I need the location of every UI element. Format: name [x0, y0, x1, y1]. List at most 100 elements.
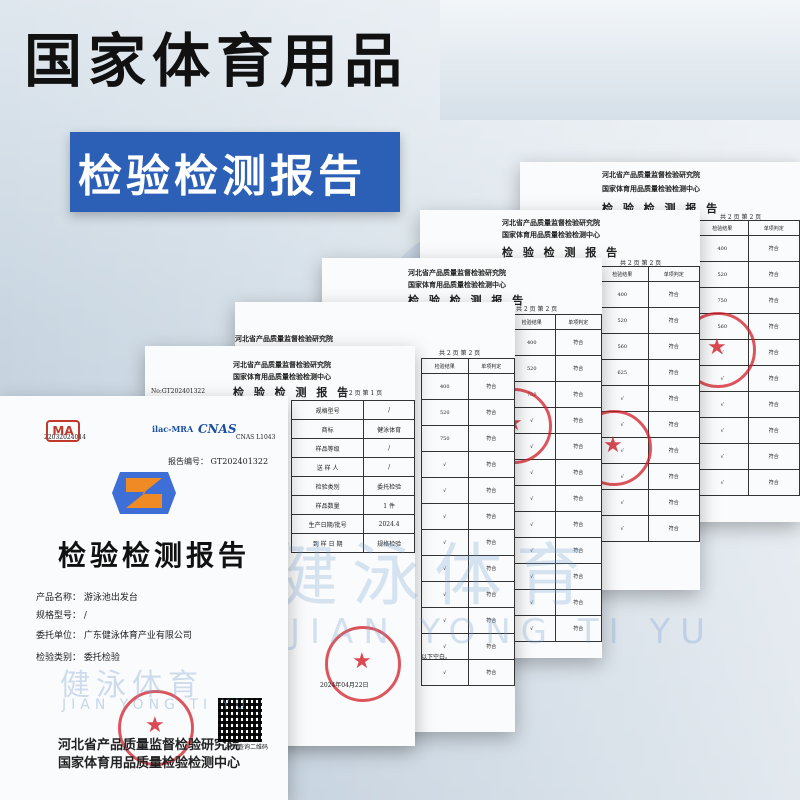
- cover-report-number: 报告编号： GT202401322: [168, 457, 269, 466]
- sheet-page: 共 2 页 第 1 页: [341, 390, 383, 397]
- subheadline-text: 检验检测报告: [78, 151, 366, 202]
- table-cell: √: [421, 659, 469, 686]
- seal-star-icon: ★: [603, 433, 623, 458]
- qr-code: [218, 698, 262, 742]
- table-cell: √: [696, 391, 749, 418]
- subheadline-banner: [70, 132, 400, 212]
- table-header: 检验结果: [421, 358, 469, 374]
- watermark-text-en: JIAN YONG TI YU: [290, 612, 716, 652]
- sheet-title: 检 验 检 测 报 告: [233, 386, 352, 399]
- table-cell: 符合: [647, 463, 700, 490]
- table-cell: 625: [596, 359, 649, 386]
- table-cell: √: [696, 469, 749, 496]
- sheet-institute: 河北省产品质量监督检验研究院: [602, 170, 700, 179]
- table-cell: 符合: [747, 235, 800, 262]
- table-cell: 符合: [647, 281, 700, 308]
- table-cell: 560: [596, 333, 649, 360]
- table-cell: 符合: [647, 385, 700, 412]
- table-cell: √: [696, 417, 749, 444]
- cnas-number: CNAS L1043: [236, 434, 276, 441]
- info-label: 生产日期/批号: [290, 514, 365, 534]
- sheet-center: 国家体育用品质量检验检测中心: [408, 280, 506, 289]
- table-cell: 符合: [647, 437, 700, 464]
- table-cell: √: [508, 485, 556, 512]
- red-seal-stamp: ★: [118, 690, 194, 766]
- table-cell: 符合: [554, 433, 602, 460]
- table-cell: 400: [596, 281, 649, 308]
- ilac-logo: ilac-MRA: [152, 424, 194, 434]
- ma-logo: MA: [46, 420, 80, 442]
- info-value: /: [363, 457, 415, 477]
- table-cell: 符合: [747, 313, 800, 340]
- seal-star-icon: ★: [707, 335, 727, 360]
- brand-logo-icon: [112, 472, 176, 514]
- table-cell: 520: [508, 355, 556, 382]
- table-cell: 符合: [647, 489, 700, 516]
- table-cell: 符合: [554, 459, 602, 486]
- seal-star-icon: ★: [352, 649, 372, 674]
- info-label: 到 样 日 期: [290, 533, 365, 553]
- red-seal-stamp: ★: [325, 626, 401, 702]
- table-cell: 520: [596, 307, 649, 334]
- table-header: 检验结果: [696, 220, 749, 236]
- sheet-page: 共 2 页 第 2 页: [720, 214, 762, 221]
- table-header: 单项判定: [554, 314, 602, 330]
- info-value: /: [363, 400, 415, 420]
- table-cell: √: [421, 451, 469, 478]
- watermark-small: 健泳体育: [60, 668, 204, 703]
- info-label: 样品数量: [290, 495, 365, 515]
- blank-note: 以下空白。: [421, 654, 452, 661]
- sheet-institute: 河北省产品质量监督检验研究院: [235, 334, 333, 343]
- table-cell: √: [421, 477, 469, 504]
- table-cell: 符合: [554, 511, 602, 538]
- table-cell: 符合: [647, 411, 700, 438]
- table-cell: 符合: [554, 615, 602, 642]
- table-cell: 750: [421, 425, 469, 452]
- info-label: 样品等级: [290, 438, 365, 458]
- sheet-page: 共 2 页 第 2 页: [516, 306, 558, 313]
- table-cell: 符合: [554, 381, 602, 408]
- table-cell: 符合: [467, 451, 515, 478]
- seal-star-icon: ★: [145, 713, 165, 738]
- table-cell: 符合: [467, 425, 515, 452]
- table-cell: 750: [696, 287, 749, 314]
- info-value: 1 件: [363, 495, 415, 515]
- table-cell: 符合: [554, 407, 602, 434]
- info-label: 商标: [290, 419, 365, 439]
- table-cell: 符合: [747, 365, 800, 392]
- qr-caption: 报告查询二维码: [226, 744, 269, 751]
- info-value: 委托检验: [363, 476, 415, 496]
- table-cell: 符合: [554, 537, 602, 564]
- info-label: 送 样 人: [290, 457, 365, 477]
- watermark-text: 健泳体育: [270, 537, 599, 616]
- table-cell: 符合: [747, 469, 800, 496]
- table-cell: 符合: [647, 333, 700, 360]
- product-name-label: 产品名称： 游泳池出发台: [36, 593, 138, 603]
- table-cell: 符合: [467, 399, 515, 426]
- sheet-institute: 河北省产品质量监督检验研究院: [408, 268, 506, 277]
- sheet-center: 国家体育用品质量检验检测中心: [502, 230, 600, 239]
- sheet-center: 国家体育用品质量检验检测中心: [233, 372, 331, 381]
- report-date: 2024年04月22日: [320, 682, 369, 689]
- table-cell: 符合: [747, 443, 800, 470]
- sheet-page: 共 2 页 第 2 页: [439, 350, 481, 357]
- table-cell: √: [508, 615, 556, 642]
- category-label: 检验类别： 委托检验: [36, 653, 120, 663]
- table-cell: 400: [696, 235, 749, 262]
- table-cell: √: [596, 515, 649, 542]
- table-header: 单项判定: [467, 358, 515, 374]
- watermark-small-en: JIAN YONG TI YU: [62, 697, 251, 713]
- table-cell: √: [421, 607, 469, 634]
- table-header: 单项判定: [747, 220, 800, 236]
- info-value: /: [363, 438, 415, 458]
- table-cell: 符合: [647, 307, 700, 334]
- table-cell: √: [596, 489, 649, 516]
- ma-cert-number: 22032024014: [44, 434, 86, 441]
- cover-org-2: 国家体育用品质量检验检测中心: [58, 756, 241, 771]
- table-cell: 符合: [747, 261, 800, 288]
- page-headline: 国家体育用品: [24, 27, 409, 95]
- table-cell: √: [696, 443, 749, 470]
- table-header: 单项判定: [647, 266, 700, 282]
